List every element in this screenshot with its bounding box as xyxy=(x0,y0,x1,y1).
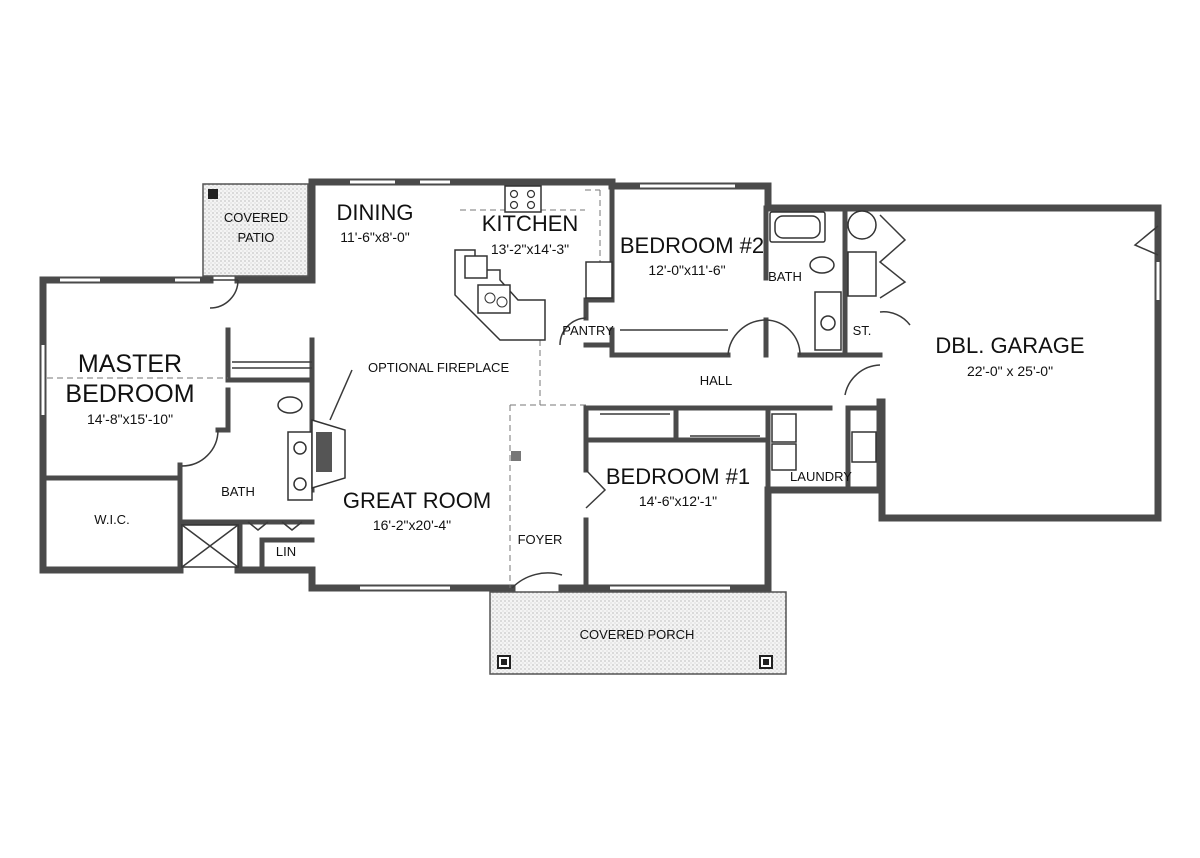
bedroom1-name: BEDROOM #1 xyxy=(606,464,750,489)
dining-dims: 11'-6"x8'-0" xyxy=(340,229,410,245)
master-name-2: BEDROOM xyxy=(65,380,194,408)
bath-upper-label: BATH xyxy=(768,269,802,284)
fireplace xyxy=(311,369,353,490)
pantry-label: PANTRY xyxy=(562,323,614,338)
laundry-label: LAUNDRY xyxy=(790,469,852,484)
covered-patio-area xyxy=(202,183,309,277)
patio-label: COVERED xyxy=(224,210,288,225)
doors xyxy=(181,214,1159,589)
patio-post xyxy=(208,189,218,199)
porch-label: COVERED PORCH xyxy=(580,627,695,642)
wic-label: W.I.C. xyxy=(94,512,129,527)
kitchen-dims: 13'-2"x14'-3" xyxy=(491,241,569,257)
column xyxy=(511,451,521,461)
great-room-dims: 16'-2"x20'-4" xyxy=(373,517,451,533)
porch-post-left-core xyxy=(501,659,507,665)
bath-master-label: BATH xyxy=(221,484,255,499)
bedroom2-name: BEDROOM #2 xyxy=(620,233,764,258)
kitchen-fixtures xyxy=(454,185,613,341)
kitchen-name: KITCHEN xyxy=(482,211,579,236)
linen-label: LIN xyxy=(276,544,296,559)
bath-fixtures xyxy=(181,210,877,568)
interior-walls xyxy=(40,183,883,591)
garage-dims: 22'-0" x 25'-0" xyxy=(967,363,1053,379)
foyer-label: FOYER xyxy=(518,532,563,547)
master-name-1: MASTER xyxy=(78,350,182,378)
bedroom1-dims: 14'-6"x12'-1" xyxy=(639,493,717,509)
closet-lines xyxy=(232,329,760,437)
porch-post-right-core xyxy=(763,659,769,665)
great-room-name: GREAT ROOM xyxy=(343,488,491,513)
windows xyxy=(41,180,1160,590)
fireplace-label: OPTIONAL FIREPLACE xyxy=(368,360,509,375)
room-labels: COVERED PATIO DINING 11'-6"x8'-0" KITCHE… xyxy=(65,200,1084,642)
covered-porch-area xyxy=(489,591,787,675)
patio-label-2: PATIO xyxy=(237,230,274,245)
dining-name: DINING xyxy=(337,200,414,225)
hall-label: HALL xyxy=(700,373,733,388)
master-dims: 14'-8"x15'-10" xyxy=(87,411,173,427)
storage-label: ST. xyxy=(853,323,872,338)
bedroom2-dims: 12'-0"x11'-6" xyxy=(648,262,725,278)
garage-name: DBL. GARAGE xyxy=(935,333,1084,358)
